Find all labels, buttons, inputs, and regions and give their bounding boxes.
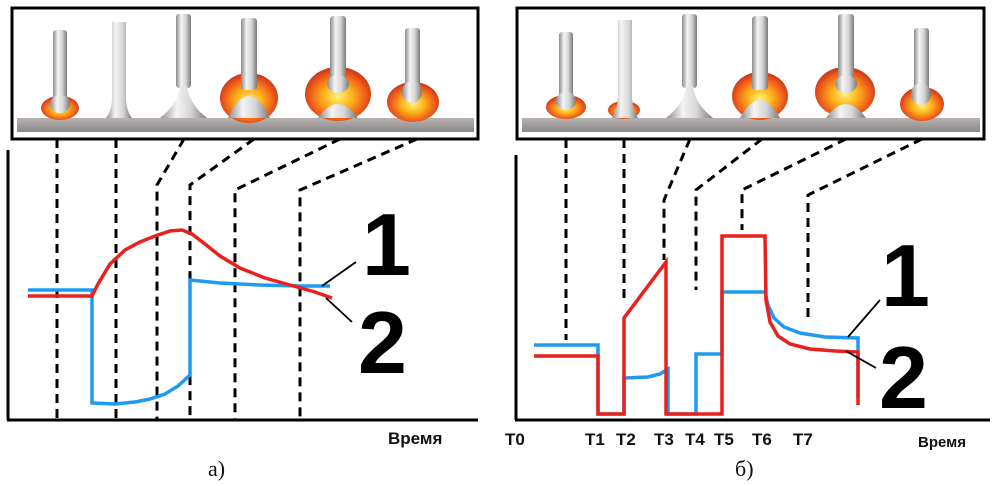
series-leaders-b [845, 299, 881, 369]
electrode-stage-1 [41, 30, 79, 120]
electrode-stage-4 [220, 18, 278, 123]
dashed-connectors-b [564, 137, 923, 340]
tick-t6: T6 [752, 430, 772, 449]
tick-t3: T3 [654, 430, 674, 449]
electrode-stage-3 [160, 14, 207, 118]
tick-t4: T4 [685, 430, 705, 449]
axes-b [514, 155, 990, 422]
series-1-red-line-b [534, 234, 860, 416]
series-2-blue-line-a [28, 278, 330, 406]
tick-t7: T7 [793, 430, 813, 449]
x-axis-label-b: Время [918, 434, 966, 451]
series-1-red-line-a [28, 228, 333, 300]
caption-a: а) [208, 456, 225, 481]
tick-t5: T5 [714, 430, 734, 449]
electrode-stage-6 [387, 28, 439, 122]
tick-t1: T1 [585, 430, 605, 449]
illustration-box-a [10, 6, 480, 141]
time-ticks-b: T0 T1 T2 T3 T4 T5 T6 T7 [505, 430, 813, 449]
electrode-stage-2 [106, 22, 132, 118]
dashed-connectors-a [55, 137, 418, 420]
panel-b: 1 2 T0 T1 T2 T3 T4 T5 T6 T7 Время б) [505, 6, 990, 481]
tick-t2: T2 [616, 430, 636, 449]
electrode-stage-3 [666, 14, 713, 118]
series-1-label-b: 1 [881, 226, 930, 325]
electrode-stage-2 [608, 20, 640, 119]
electrode-stage-5 [815, 14, 875, 118]
base-plate [522, 118, 980, 132]
electrode-stage-6 [900, 28, 944, 121]
electrode-stage-1 [546, 32, 586, 119]
panel-a: 1 2 Время а) [6, 6, 480, 481]
tick-t0: T0 [505, 430, 525, 449]
series-leaders-a [321, 261, 357, 323]
electrode-stage-4 [732, 16, 788, 120]
illustration-box-b [515, 6, 986, 141]
series-1-label-a: 1 [362, 195, 411, 294]
base-plate [17, 118, 474, 132]
series-2-label-b: 2 [879, 328, 928, 427]
axes-a [6, 150, 478, 422]
caption-b: б) [735, 456, 754, 481]
series-2-label-a: 2 [358, 293, 407, 392]
electrode-stage-5 [305, 16, 371, 121]
x-axis-label-a: Время [388, 429, 442, 448]
